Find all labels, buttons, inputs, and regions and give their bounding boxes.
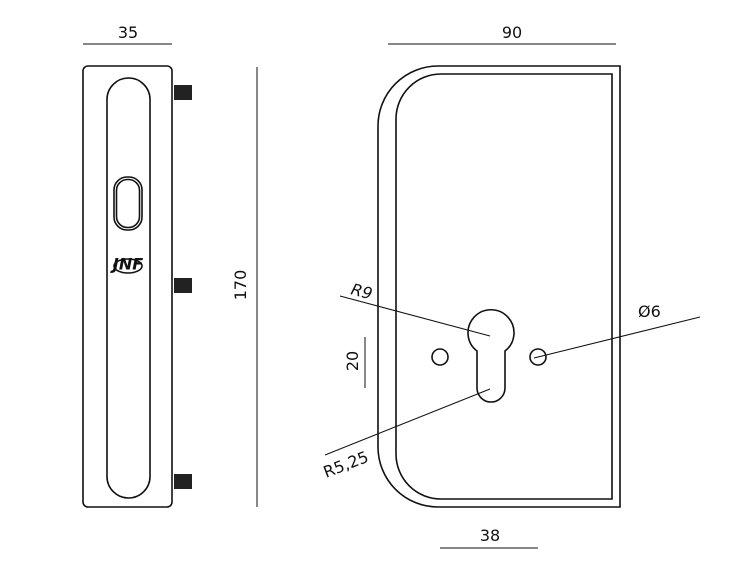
- svg-text:JNF: JNF: [110, 255, 143, 274]
- dim-90-label: 90: [502, 23, 522, 42]
- screw-hole-left: [431, 348, 449, 366]
- side-view: JNF 35 170: [82, 23, 258, 508]
- oval-hole-inner: [115, 178, 141, 229]
- logo: JNF: [110, 255, 143, 274]
- front-plate-inner: [395, 73, 613, 500]
- screw-top: [174, 85, 192, 100]
- d6-label: Ø6: [638, 302, 661, 321]
- front-view: 90 38 20 R9 R5,25 Ø6: [321, 23, 701, 549]
- leader-r525: [324, 388, 491, 456]
- keyhole-cylinder-cutout: [467, 309, 515, 403]
- screws: [174, 85, 192, 489]
- handle-slot: [106, 77, 151, 499]
- leader-r9: [339, 295, 491, 337]
- oval-hole: [113, 176, 143, 231]
- screw-hole-right: [529, 348, 547, 366]
- r9-label: R9: [349, 280, 374, 304]
- screw-bottom: [174, 474, 192, 489]
- dim-38-label: 38: [480, 526, 500, 545]
- screw-middle: [174, 278, 192, 293]
- front-plate-outline: [377, 65, 621, 508]
- side-plate-outline: [82, 65, 173, 508]
- r525-label: R5,25: [321, 447, 371, 481]
- dim-20-label: 20: [343, 351, 362, 371]
- dim-170-label: 170: [231, 270, 250, 301]
- dim-35-label: 35: [118, 23, 138, 42]
- leader-d6: [533, 316, 701, 359]
